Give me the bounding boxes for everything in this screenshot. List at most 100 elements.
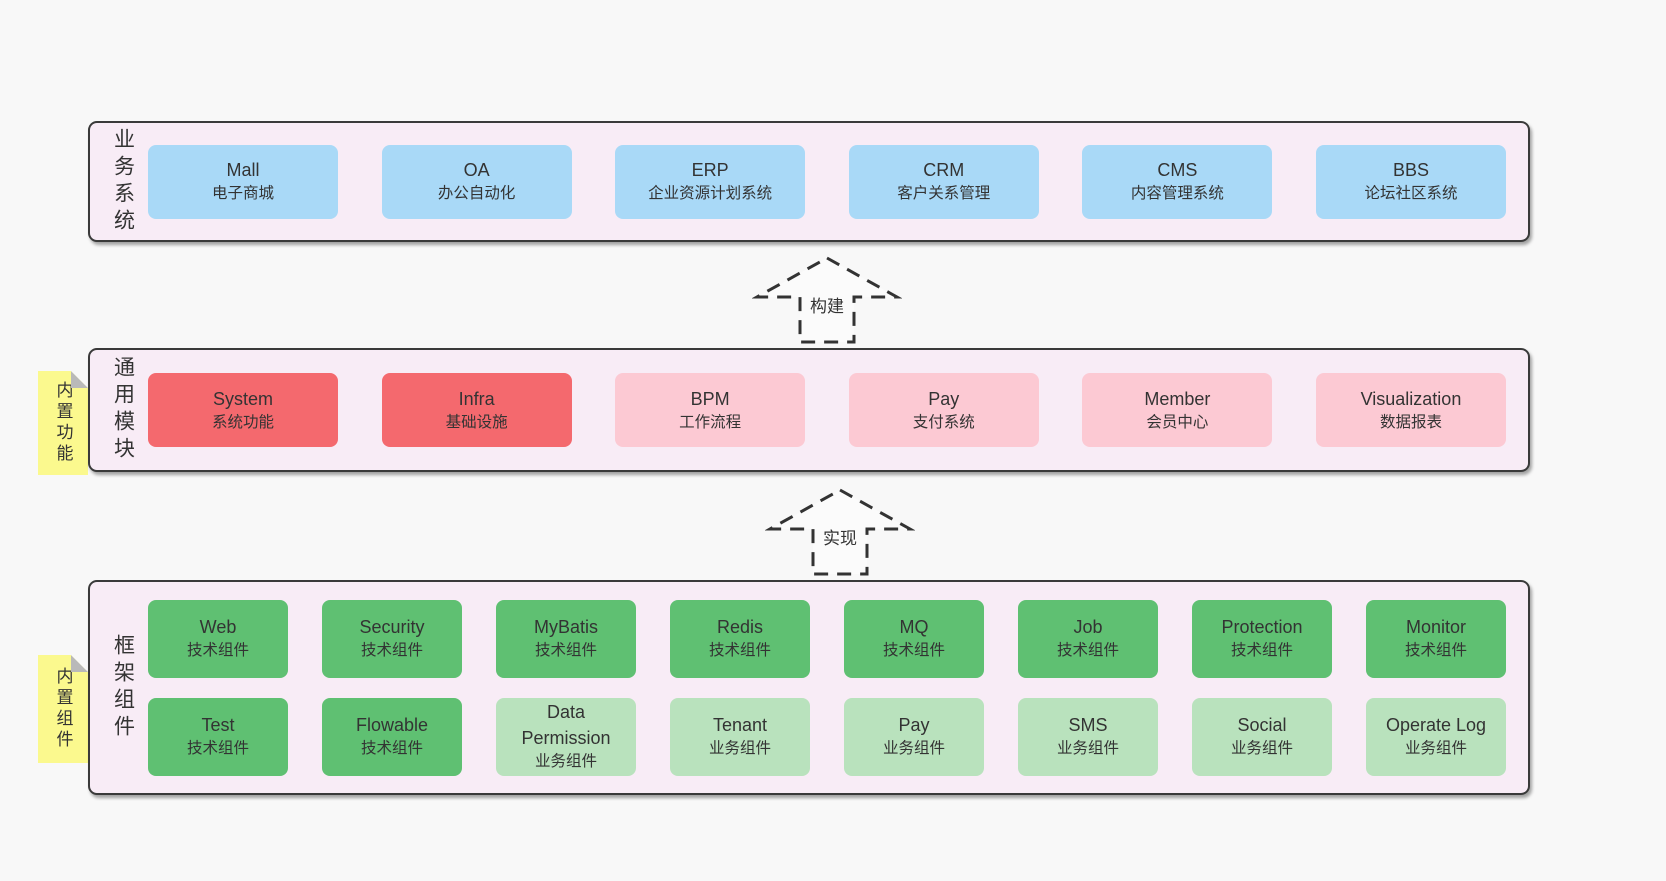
box-subtitle: 论坛社区系统 xyxy=(1364,185,1458,203)
box-subtitle: 内容管理系统 xyxy=(1130,185,1224,203)
box-subtitle: 技术组件 xyxy=(534,642,597,660)
arrow-implement: 实现 xyxy=(765,486,915,578)
note-fold-icon xyxy=(71,655,88,672)
box-title: BBS xyxy=(1392,160,1429,181)
box-mall: Mall 电子商城 xyxy=(148,144,338,219)
box-tenant: Tenant 业务组件 xyxy=(670,697,810,776)
box-title: Test xyxy=(201,715,235,736)
box-subtitle: 技术组件 xyxy=(1056,642,1119,660)
box-subtitle: 技术组件 xyxy=(882,642,945,660)
box-title: Pay xyxy=(928,388,960,409)
box-title: Monitor xyxy=(1405,617,1467,638)
box-protection: Protection 技术组件 xyxy=(1192,599,1332,678)
box-cms: CMS 内容管理系统 xyxy=(1082,144,1273,219)
box-title: CRM xyxy=(923,160,965,181)
box-subtitle: 业务组件 xyxy=(534,753,597,771)
box-pay: Pay 业务组件 xyxy=(844,697,984,776)
box-subtitle: 技术组件 xyxy=(186,740,249,758)
box-title: Pay xyxy=(898,715,930,736)
box-title: ERP xyxy=(691,160,729,181)
box-subtitle: 技术组件 xyxy=(360,642,423,660)
box-data-permission: Data Permission 业务组件 xyxy=(496,697,636,776)
box-system: System 系统功能 xyxy=(148,373,338,447)
arrow-build: 构建 xyxy=(752,254,902,346)
box-title: OA xyxy=(463,160,490,181)
box-crm: CRM 客户关系管理 xyxy=(848,144,1039,219)
box-subtitle: 企业资源计划系统 xyxy=(648,185,773,203)
section-label: 框架组件 xyxy=(111,633,135,742)
box-title: Tenant xyxy=(712,715,768,736)
box-title: CMS xyxy=(1157,160,1198,181)
box-web: Web 技术组件 xyxy=(148,599,288,678)
box-subtitle: 系统功能 xyxy=(211,413,274,431)
box-subtitle: 业务组件 xyxy=(708,740,771,758)
sticky-note-builtin-components: 内置组件 xyxy=(38,655,88,763)
box-title: Mall xyxy=(226,160,260,181)
sticky-note-builtin-features: 内置功能 xyxy=(38,371,88,475)
box-operate-log: Operate Log 业务组件 xyxy=(1366,697,1506,776)
section-common-modules: 通用模块 System 系统功能 Infra 基础设施 BPM 工作流程 Pay 支付系统 Me… xyxy=(88,348,1530,472)
box-title: System xyxy=(212,388,273,409)
box-subtitle: 技术组件 xyxy=(186,642,249,660)
box-social: Social 业务组件 xyxy=(1192,697,1332,776)
box-subtitle: 技术组件 xyxy=(360,740,423,758)
box-pay: Pay 支付系统 xyxy=(848,373,1039,447)
section-body: Mall 电子商城 OA 办公自动化 ERP 企业资源计划系统 CRM 客户关系管理 CMS 内容… xyxy=(142,123,1528,240)
box-erp: ERP 企业资源计划系统 xyxy=(615,144,806,219)
box-title: Visualization xyxy=(1360,388,1462,409)
box-subtitle: 工作流程 xyxy=(679,413,742,431)
box-title: Flowable xyxy=(355,715,429,736)
box-infra: Infra 基础设施 xyxy=(381,373,572,447)
box-subtitle: 技术组件 xyxy=(1404,642,1467,660)
arrow-label: 构建 xyxy=(807,290,847,319)
note-fold-icon xyxy=(71,371,88,388)
arrow-label: 实现 xyxy=(820,522,860,551)
box-subtitle: 业务组件 xyxy=(882,740,945,758)
box-title: BPM xyxy=(690,388,730,409)
box-subtitle: 业务组件 xyxy=(1056,740,1119,758)
box-title: Operate Log xyxy=(1385,715,1487,736)
box-subtitle: 客户关系管理 xyxy=(897,185,991,203)
box-bpm: BPM 工作流程 xyxy=(615,373,806,447)
box-subtitle: 办公自动化 xyxy=(437,185,516,203)
box-subtitle: 业务组件 xyxy=(1230,740,1293,758)
box-mq: MQ 技术组件 xyxy=(844,599,984,678)
box-visualization: Visualization 数据报表 xyxy=(1315,373,1506,447)
box-subtitle: 业务组件 xyxy=(1404,740,1467,758)
box-oa: OA 办公自动化 xyxy=(381,144,572,219)
box-title: Data Permission xyxy=(521,702,611,749)
box-title: MyBatis xyxy=(533,617,598,638)
section-label: 通用模块 xyxy=(111,356,135,464)
box-subtitle: 会员中心 xyxy=(1146,413,1209,431)
box-title: Job xyxy=(1073,617,1103,638)
box-title: Redis xyxy=(716,617,764,638)
box-monitor: Monitor 技术组件 xyxy=(1366,599,1506,678)
box-title: Web xyxy=(199,617,237,638)
note-label: 内置功能 xyxy=(53,381,73,465)
box-subtitle: 技术组件 xyxy=(1230,642,1293,660)
box-title: SMS xyxy=(1068,715,1108,736)
box-subtitle: 支付系统 xyxy=(912,413,975,431)
box-title: Social xyxy=(1237,715,1287,736)
box-bbs: BBS 论坛社区系统 xyxy=(1315,144,1506,219)
box-title: Protection xyxy=(1221,617,1303,638)
note-label: 内置组件 xyxy=(53,667,73,751)
box-flowable: Flowable 技术组件 xyxy=(322,697,462,776)
box-subtitle: 数据报表 xyxy=(1379,413,1442,431)
box-subtitle: 基础设施 xyxy=(445,413,508,431)
box-title: Infra xyxy=(458,388,495,409)
box-subtitle: 电子商城 xyxy=(211,185,274,203)
box-mybatis: MyBatis 技术组件 xyxy=(496,599,636,678)
box-title: MQ xyxy=(899,617,929,638)
